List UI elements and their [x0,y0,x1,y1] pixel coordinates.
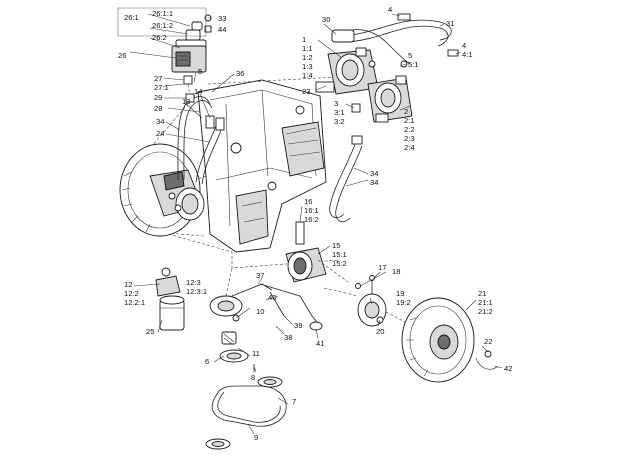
part-label: 15:1 [332,250,347,259]
part-label: 44 [218,25,226,34]
part-label: 38 [284,333,292,342]
part-label: 11 [252,349,260,358]
part-label: 36 [236,69,244,78]
part-label: 15 [332,241,340,250]
part-label: 21 [478,289,486,298]
right-drive-wheel [401,297,499,383]
part-label: 28 [154,104,162,113]
filter-assembly [155,267,185,331]
part-label: 40 [268,293,276,302]
part-label: 13 [182,97,190,106]
part-label: 19:2 [396,298,411,307]
part-label: 21:1 [478,298,493,307]
part-label: 34 [370,178,378,187]
part-label: 26:1 [124,13,139,22]
left-drive-wheel [119,143,205,237]
part-label: 20 [376,327,384,336]
frame-assembly [139,75,357,269]
wheel-motor [285,221,349,283]
part-label: 21:2 [478,307,493,316]
part-label: 10 [256,307,264,316]
part-label: 8 [251,373,255,382]
part-label: 31 [446,19,454,28]
part-label: 7 [292,397,296,406]
part-label: 41 [316,339,324,348]
part-label: 16 [304,197,312,206]
part-label: 16:1 [304,206,319,215]
part-label: 12:3 [186,278,201,287]
part-label: 1:2 [302,53,313,62]
part-label: 2:2 [404,125,415,134]
part-label: 29 [154,93,162,102]
idler-assembly [209,267,323,345]
part-label: 9 [254,433,258,442]
part-label: 16:2 [304,215,319,224]
top-hydraulic-line [331,13,459,68]
belt-and-pulleys [205,349,287,450]
part-label: 33 [218,14,226,23]
part-label: 5:1 [408,60,419,69]
hydraulic-pump-1 [315,47,379,95]
hydraulic-pump-2 [351,75,413,123]
part-label: 26:1:1 [152,9,173,18]
part-label: 25 [146,327,154,336]
leader-lines [129,13,503,435]
right-wheel-hub [357,293,421,331]
part-label: 4:1 [462,50,473,59]
part-label: 37 [256,271,264,280]
part-label: 18 [392,267,400,276]
part-label: 1:1 [302,44,313,53]
part-label: 3:2 [334,117,345,126]
callout-box-26 [117,7,207,37]
part-label: 26:1:2 [152,21,173,30]
part-label: 30 [322,15,330,24]
part-label: 12:2 [124,289,139,298]
part-label: 26 [118,51,126,60]
part-labels: 26:1 26:1:1 26:1:2 26:2 26 33 44 27 27:1… [118,5,512,442]
hydraulic-reservoir [171,14,212,103]
part-label: 5 [408,51,412,60]
part-label: 1:3 [302,62,313,71]
part-label: 4 [388,5,392,14]
part-label: 1 [302,35,306,44]
part-label: 6 [205,357,209,366]
part-label: 22 [484,337,492,346]
part-label: 39 [294,321,302,330]
part-label: 2:4 [404,143,415,152]
part-label: 34 [156,117,164,126]
part-label: 42 [504,364,512,373]
part-label: 12 [124,280,132,289]
part-label: 15:2 [332,259,347,268]
part-label: 19 [396,289,404,298]
part-label: 23 [302,87,310,96]
part-label: 2:1 [404,116,415,125]
bolts-17-18 [323,275,375,297]
part-label: 2 [404,107,408,116]
part-label: 26:2 [152,33,167,42]
part-label: 27 [154,74,162,83]
part-label: 1:4 [302,71,313,80]
part-label: 14 [194,87,202,96]
part-label: 3 [334,99,338,108]
part-label: 5 [198,67,202,76]
part-label: 4 [462,41,466,50]
part-label: 24 [156,129,164,138]
part-label: 12:2:1 [124,298,145,307]
hydraulic-hoses-right [329,135,363,223]
part-label: 17 [378,263,386,272]
part-label: 3:1 [334,108,345,117]
part-label: 27:1 [154,83,169,92]
part-label: 2:3 [404,134,415,143]
part-label: 34 [370,169,378,178]
part-label: 12:3:1 [186,287,207,296]
